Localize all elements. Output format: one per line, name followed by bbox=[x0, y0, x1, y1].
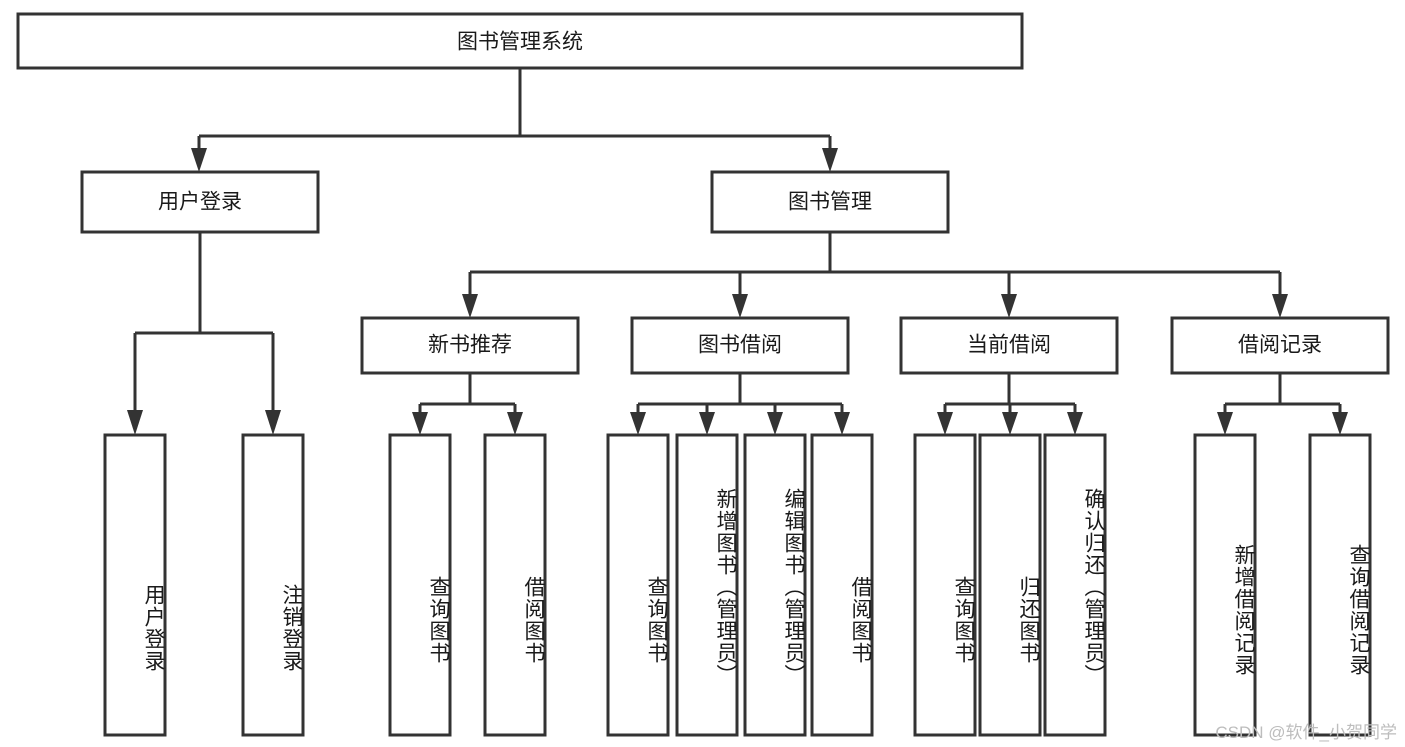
arrow-head-icon bbox=[732, 294, 748, 318]
watermark-text: CSDN @软件_小贺同学 bbox=[1215, 723, 1397, 742]
node-user-login[interactable]: 用户登录 bbox=[80, 170, 320, 234]
arrow-head-icon bbox=[630, 412, 646, 435]
arrow-head-icon bbox=[937, 412, 953, 435]
arrow-head-icon bbox=[1332, 412, 1348, 435]
node-book-borrow[interactable]: 图书借阅 bbox=[630, 316, 850, 375]
arrow-head-icon bbox=[507, 412, 523, 435]
node-root[interactable]: 图书管理系统 bbox=[16, 12, 1024, 70]
user-login-box-shape bbox=[80, 170, 320, 234]
leaf-box-logout[interactable] bbox=[241, 433, 305, 737]
node-book-management[interactable]: 图书管理 bbox=[710, 170, 950, 234]
book-management-label: 图书管理 bbox=[788, 191, 872, 214]
leaf-box-user-login[interactable] bbox=[103, 433, 167, 737]
node-new-book-recommend[interactable]: 新书推荐 bbox=[360, 316, 580, 375]
current-borrow-label: 当前借阅 bbox=[967, 334, 1051, 357]
leaf-box-add-book-admin[interactable] bbox=[675, 433, 739, 737]
borrow-record-label: 借阅记录 bbox=[1238, 334, 1322, 357]
arrow-head-icon bbox=[1002, 412, 1018, 435]
arrow-head-icon bbox=[1217, 412, 1233, 435]
arrow-head-icon bbox=[462, 294, 478, 318]
new-book-recommend-box-shape bbox=[360, 316, 580, 375]
leaf-box-query-borrow-record[interactable] bbox=[1308, 433, 1372, 737]
connector-book-management-to-level3 bbox=[462, 232, 1288, 318]
root-box-shape bbox=[16, 12, 1024, 70]
arrow-head-icon bbox=[699, 412, 715, 435]
arrow-head-icon bbox=[822, 148, 838, 172]
user-login-label: 用户登录 bbox=[158, 191, 242, 214]
connector-borrow-record-to-leaves bbox=[1217, 373, 1348, 435]
connector-root-to-level2 bbox=[191, 68, 838, 172]
leaf-box-query-book-current[interactable] bbox=[913, 433, 977, 737]
arrow-head-icon bbox=[191, 148, 207, 172]
arrow-head-icon bbox=[834, 412, 850, 435]
connector-current-borrow-to-leaves bbox=[937, 373, 1083, 435]
connector-new-book-to-leaves bbox=[412, 373, 523, 435]
new-book-recommend-label: 新书推荐 bbox=[428, 334, 512, 357]
leaf-box-query-book-new[interactable] bbox=[388, 433, 452, 737]
connector-book-borrow-to-leaves bbox=[630, 373, 850, 435]
arrow-head-icon bbox=[767, 412, 783, 435]
current-borrow-box-shape bbox=[899, 316, 1119, 375]
arrow-head-icon bbox=[1001, 294, 1017, 318]
leaf-box-borrow-book-new[interactable] bbox=[483, 433, 547, 737]
leaf-box-confirm-return-admin[interactable] bbox=[1043, 433, 1107, 737]
arrow-head-icon bbox=[412, 412, 428, 435]
leaf-box-query-book-borrow[interactable] bbox=[606, 433, 670, 737]
leaf-box-add-borrow-record[interactable] bbox=[1193, 433, 1257, 737]
node-borrow-record[interactable]: 借阅记录 bbox=[1170, 316, 1390, 375]
book-borrow-label: 图书借阅 bbox=[698, 334, 782, 357]
arrow-head-icon bbox=[127, 410, 143, 435]
leaf-box-return-book[interactable] bbox=[978, 433, 1042, 737]
arrow-head-icon bbox=[265, 410, 281, 435]
arrow-head-icon bbox=[1067, 412, 1083, 435]
leaf-box-borrow-book[interactable] bbox=[810, 433, 874, 737]
root-label: 图书管理系统 bbox=[457, 31, 583, 54]
node-current-borrow[interactable]: 当前借阅 bbox=[899, 316, 1119, 375]
leaf-box-edit-book-admin[interactable] bbox=[743, 433, 807, 737]
arrow-head-icon bbox=[1272, 294, 1288, 318]
connector-user-login-to-leaves bbox=[127, 232, 281, 435]
